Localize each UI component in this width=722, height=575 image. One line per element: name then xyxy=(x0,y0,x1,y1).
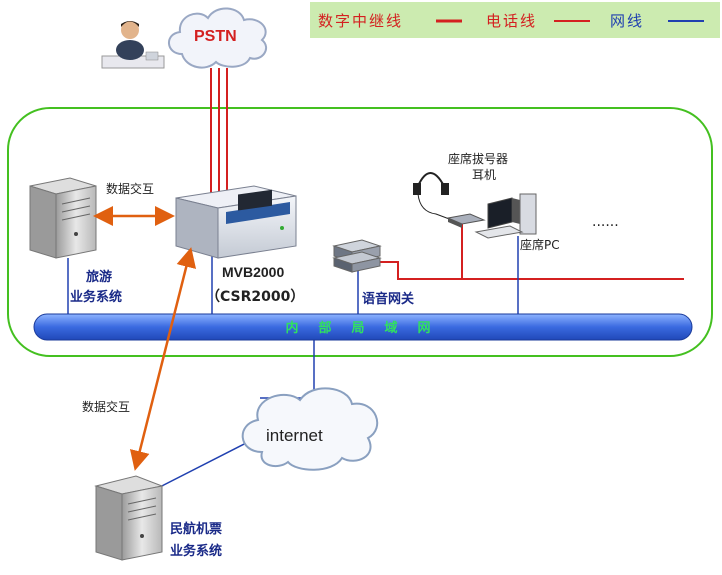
internet-label: internet xyxy=(266,426,323,445)
mvb2000-label-line1: MVB2000 xyxy=(222,264,285,280)
air-ticket-label-line2: 业务系统 xyxy=(170,544,223,559)
phone-lines xyxy=(372,222,684,280)
data-exchange-top-label: 数据交互 xyxy=(106,182,155,196)
lan-label: 内部局域网 xyxy=(285,320,450,336)
pstn-cloud xyxy=(168,7,268,69)
voice-gateway-label: 语音网关 xyxy=(362,292,415,307)
headset-icon xyxy=(413,172,453,221)
data-exchange-arrow-left xyxy=(129,247,197,471)
legend-network-line-label: 网线 xyxy=(610,12,645,30)
air-ticket-server-icon xyxy=(94,475,164,561)
mvb2000-label-line2: （CSR2000） xyxy=(206,289,305,305)
legend-digital-trunk-label: 数字中继线 xyxy=(318,12,404,30)
tour-system-label-line2: 业务系统 xyxy=(70,290,123,305)
agent-pc-label: 座席PC xyxy=(520,238,560,252)
tour-server-icon xyxy=(29,177,97,259)
person-operator xyxy=(101,21,165,69)
lan-bus xyxy=(33,313,693,341)
pstn-label: PSTN xyxy=(194,28,237,45)
tour-system-label-line1: 旅游 xyxy=(86,270,113,285)
air-ticket-label-line1: 民航机票 xyxy=(170,522,223,537)
data-exchange-left-label: 数据交互 xyxy=(82,400,131,414)
mvb2000-chassis xyxy=(175,185,297,259)
dialer-device-icon xyxy=(446,213,486,228)
voice-gateway-icon xyxy=(332,239,382,273)
dialer-label-line1: 座席拔号器 xyxy=(448,152,509,166)
legend-box xyxy=(310,2,720,38)
agent-pc-icon xyxy=(474,193,537,239)
pstn-trunk-lines xyxy=(210,68,228,200)
legend-phone-line-label: 电话线 xyxy=(486,12,538,30)
dialer-label-line2: 耳机 xyxy=(472,168,497,182)
internet-cloud xyxy=(241,387,379,471)
more-agents-label: ...... xyxy=(592,214,619,230)
